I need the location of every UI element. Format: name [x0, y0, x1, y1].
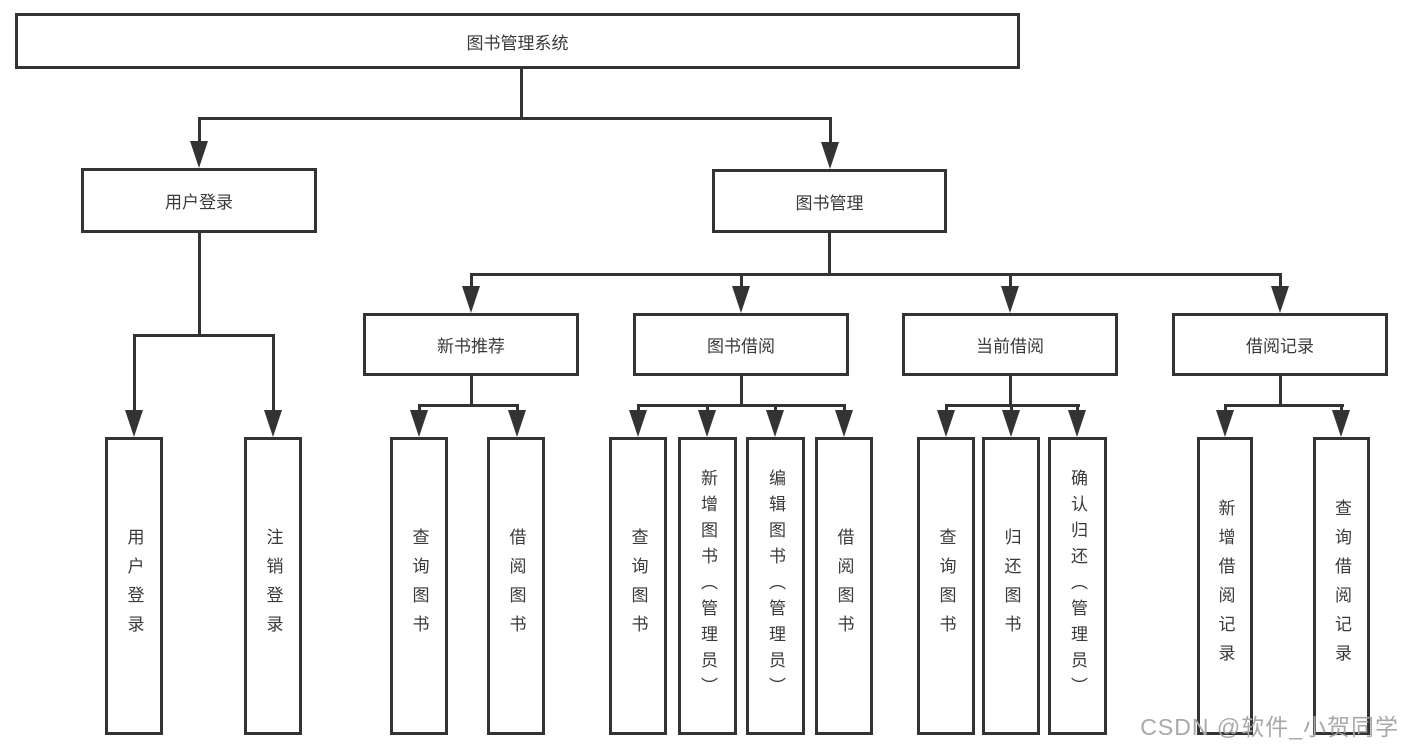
- leaf-confirm-return-admin: 确认归还（管理员）: [1048, 437, 1107, 735]
- csdn-watermark: CSDN @软件_小贺同学: [1140, 714, 1399, 740]
- connector-line: [740, 376, 743, 407]
- arrow-down-icon: [835, 410, 853, 437]
- node-new-book-recommendation: 新书推荐: [363, 313, 579, 376]
- leaf-user-login: 用户登录: [105, 437, 163, 735]
- node-book-management: 图书管理: [712, 169, 947, 233]
- connector-line: [637, 404, 846, 407]
- node-label: 新增图书（管理员）: [698, 469, 717, 703]
- node-label: 查询图书: [409, 528, 429, 644]
- node-label: 查询图书: [936, 528, 956, 644]
- connector-line: [1279, 376, 1282, 407]
- arrow-down-icon: [1068, 410, 1086, 437]
- leaf-query-books-current: 查询图书: [917, 437, 975, 735]
- connector-line: [470, 376, 473, 407]
- arrow-down-icon: [462, 286, 480, 313]
- connector-line: [1224, 404, 1344, 407]
- leaf-query-books-borrow: 查询图书: [609, 437, 667, 735]
- node-book-borrowing: 图书借阅: [633, 313, 849, 376]
- arrow-down-icon: [629, 410, 647, 437]
- arrow-down-icon: [732, 286, 750, 313]
- node-label: 新书推荐: [437, 337, 505, 356]
- node-label: 归还图书: [1001, 528, 1021, 644]
- connector-line: [418, 404, 519, 407]
- arrow-down-icon: [264, 410, 282, 437]
- node-label: 注销登录: [263, 528, 283, 644]
- node-label: 图书管理: [795, 193, 864, 213]
- connector-line: [1279, 273, 1282, 287]
- leaf-edit-book-admin: 编辑图书（管理员）: [746, 437, 805, 735]
- arrow-down-icon: [508, 410, 526, 437]
- connector-line: [774, 404, 777, 412]
- arrow-down-icon: [821, 142, 839, 169]
- connector-line: [198, 117, 201, 145]
- connector-line: [843, 404, 846, 412]
- leaf-add-book-admin: 新增图书（管理员）: [678, 437, 737, 735]
- arrow-down-icon: [1271, 286, 1289, 313]
- connector-line: [945, 404, 948, 412]
- arrow-down-icon: [1332, 410, 1350, 437]
- connector-line: [198, 117, 832, 120]
- node-label: 用户登录: [124, 528, 144, 644]
- connector-line: [706, 404, 709, 412]
- connector-line: [828, 233, 831, 275]
- arrow-down-icon: [698, 410, 716, 437]
- connector-line: [516, 404, 519, 412]
- connector-line: [470, 273, 473, 287]
- connector-line: [470, 273, 1282, 276]
- leaf-return-books: 归还图书: [982, 437, 1040, 735]
- arrow-down-icon: [1002, 410, 1020, 437]
- connector-line: [418, 404, 421, 412]
- node-label: 借阅记录: [1246, 337, 1314, 356]
- node-label: 当前借阅: [976, 337, 1044, 356]
- arrow-down-icon: [190, 141, 208, 168]
- connector-line: [198, 233, 201, 337]
- connector-line: [1076, 404, 1079, 412]
- leaf-query-borrow-record: 查询借阅记录: [1313, 437, 1370, 735]
- arrow-down-icon: [410, 410, 428, 437]
- connector-line: [637, 404, 640, 412]
- connector-line: [829, 117, 832, 145]
- connector-line: [1009, 273, 1012, 287]
- node-label: 确认归还（管理员）: [1068, 469, 1087, 703]
- arrow-down-icon: [1216, 410, 1234, 437]
- arrow-down-icon: [766, 410, 784, 437]
- node-label: 查询图书: [628, 528, 648, 644]
- connector-line: [272, 334, 275, 410]
- node-label: 图书借阅: [707, 337, 775, 356]
- node-label: 借阅图书: [506, 528, 526, 644]
- connector-line: [1224, 404, 1227, 412]
- leaf-logout: 注销登录: [244, 437, 302, 735]
- leaf-add-borrow-record: 新增借阅记录: [1197, 437, 1253, 735]
- connector-line: [133, 334, 136, 410]
- leaf-query-books-recommend: 查询图书: [390, 437, 448, 735]
- connector-line: [1009, 376, 1012, 407]
- connector-line: [740, 273, 743, 287]
- node-borrowing-records: 借阅记录: [1172, 313, 1388, 376]
- connector-line: [1340, 404, 1343, 412]
- leaf-borrow-books-recommend: 借阅图书: [487, 437, 545, 735]
- node-label: 查询借阅记录: [1332, 499, 1351, 673]
- leaf-borrow-books: 借阅图书: [815, 437, 873, 735]
- node-label: 图书管理系统: [466, 33, 569, 53]
- arrow-down-icon: [937, 410, 955, 437]
- node-label: 新增借阅记录: [1215, 499, 1235, 673]
- node-current-borrowing: 当前借阅: [902, 313, 1118, 376]
- connector-line: [133, 334, 275, 337]
- node-library-management-system: 图书管理系统: [15, 13, 1020, 69]
- node-user-login: 用户登录: [81, 168, 317, 233]
- connector-line: [1010, 404, 1013, 412]
- node-label: 编辑图书（管理员）: [766, 469, 785, 703]
- arrow-down-icon: [1001, 286, 1019, 313]
- connector-line: [520, 69, 523, 119]
- arrow-down-icon: [125, 410, 143, 437]
- node-label: 借阅图书: [834, 528, 854, 644]
- node-label: 用户登录: [165, 193, 233, 212]
